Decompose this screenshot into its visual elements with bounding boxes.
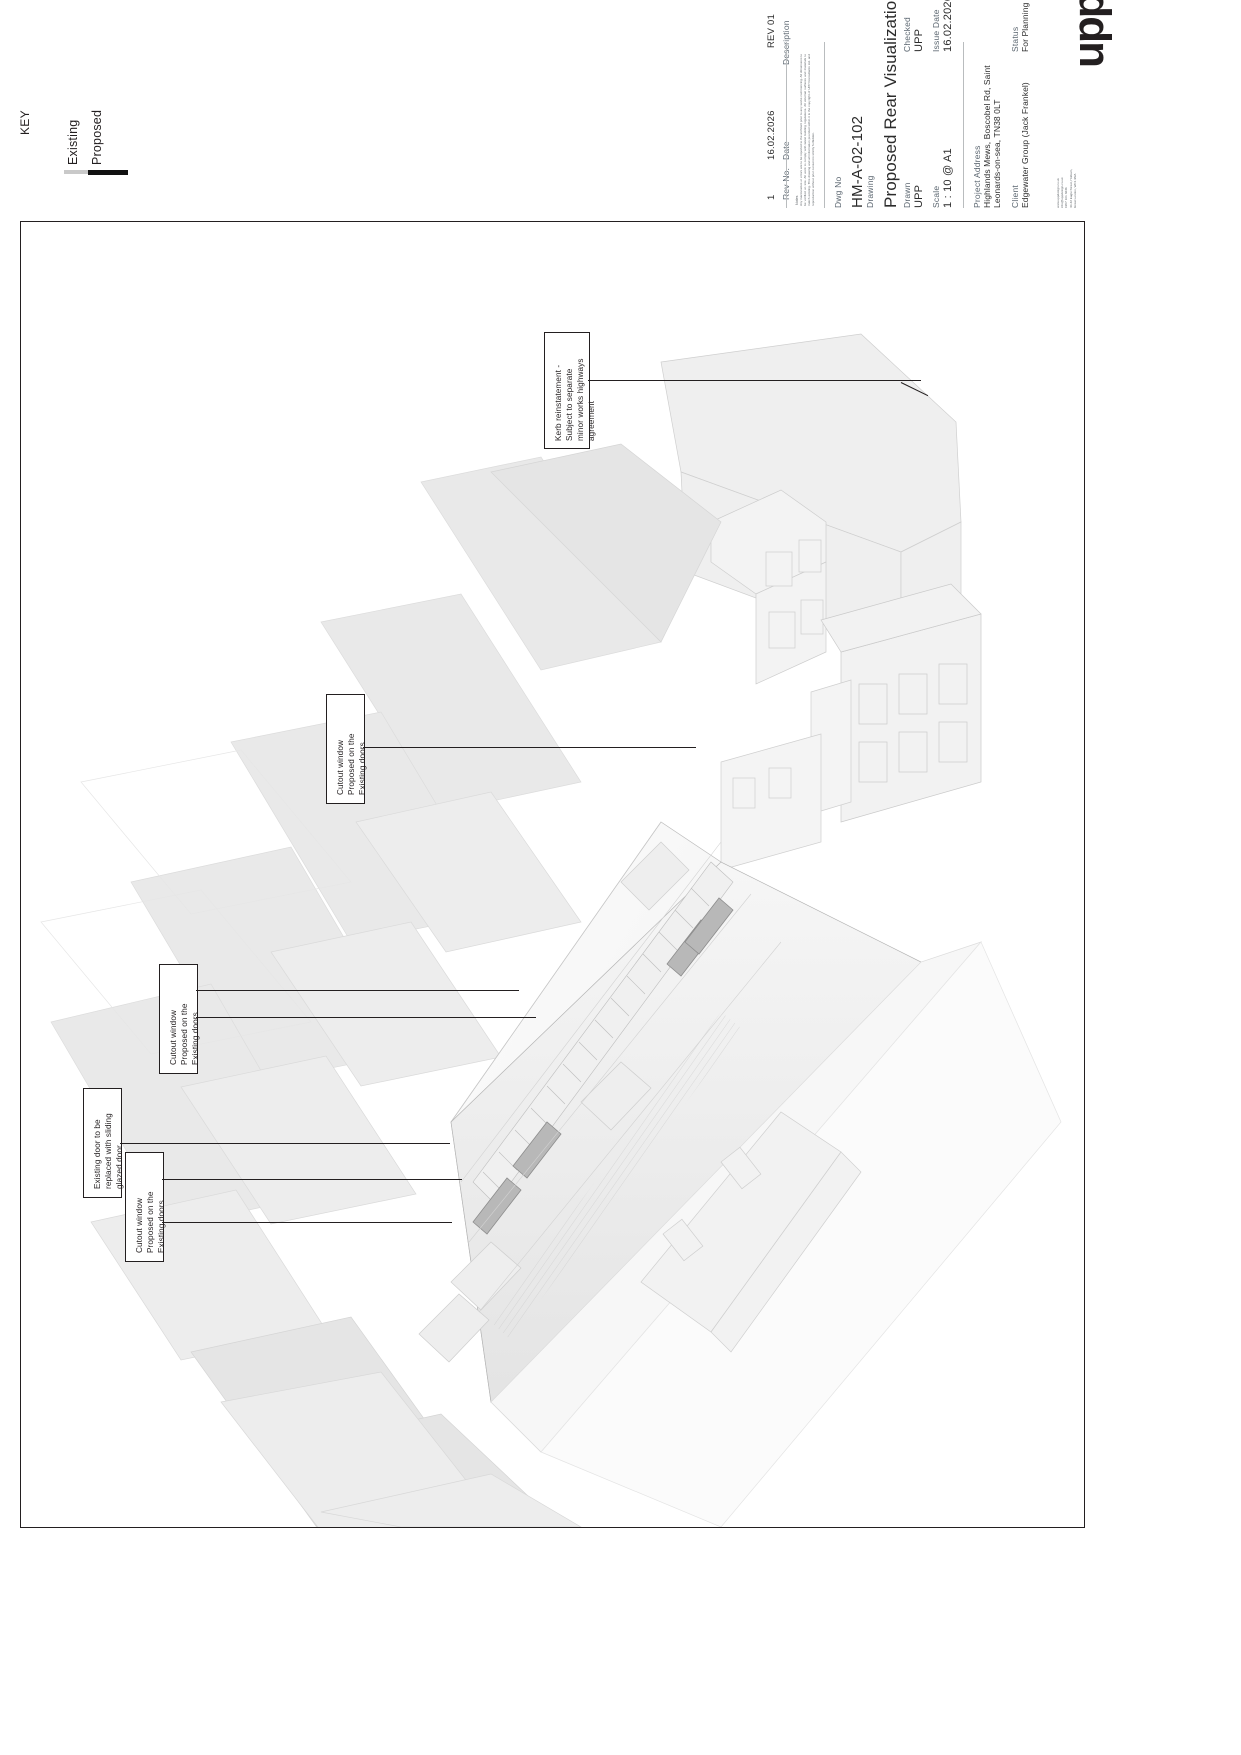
divider-rev: [786, 42, 787, 208]
callout-cutout-upper-line-1: Cutout window: [336, 739, 345, 795]
callout-cutout-mid[interactable]: Cutout window Proposed on the Existing d…: [159, 964, 200, 1074]
callout-kerb-reinstatement[interactable]: Kerb reinstatement - Subject to separate…: [544, 332, 596, 449]
client-value: Edgewater Group (Jack Frankel): [1020, 82, 1030, 208]
drawing-title: Proposed Rear Visualization: [881, 0, 900, 208]
callout-cutout-mid-line-3: Existing doors: [191, 1012, 200, 1065]
project-address-line2: Leonards-on-sea, TN38 0LT: [992, 99, 1002, 209]
callout-cutout-lower-line-3: Existing doors: [157, 1200, 166, 1253]
key-swatch-existing: [64, 170, 104, 174]
practice-address-block: www.uppdesign.co.uk info@uppdesign.co.uk…: [1056, 136, 1077, 208]
leader-kerb: [588, 380, 921, 381]
callout-cutout-lower-line-2: Proposed on the: [146, 1191, 155, 1253]
revision-row-date: 16.02.2026: [766, 110, 777, 160]
callout-sliding-door-line-1: Existing door to be: [93, 1119, 102, 1189]
status-value: For Planning: [1020, 2, 1030, 52]
scale-value: 1 : 10 @ A1: [942, 148, 954, 208]
issue-date-value: 16.02.2026: [942, 0, 954, 52]
key-title: KEY: [18, 110, 32, 135]
callout-cutout-mid-line-1: Cutout window: [169, 1009, 178, 1065]
callout-sliding-door[interactable]: Existing door to be replaced with slidin…: [83, 1088, 124, 1198]
checked-label: Checked: [902, 17, 912, 52]
status-label: Status: [1010, 26, 1020, 52]
callout-kerb-line-3: minor works highways: [576, 358, 585, 441]
callout-cutout-mid-line-2: Proposed on the: [180, 1003, 189, 1065]
leader-cutout-upper: [363, 747, 696, 748]
practice-line-5: Great London, WC1 9NA: [1072, 173, 1077, 208]
revision-row-description: REV 01: [766, 14, 777, 48]
revision-row-number: 1: [766, 194, 777, 200]
callout-sliding-door-line-2: replaced with sliding: [104, 1113, 113, 1189]
project-address-label: Project Address: [972, 145, 982, 208]
leader-cutout-mid-a: [196, 990, 519, 991]
callout-cutout-lower-line-1: Cutout window: [135, 1197, 144, 1253]
leader-cutout-lower-b: [162, 1222, 452, 1223]
upp-logo-text: upp: [1064, 0, 1113, 68]
drawing-frame: Kerb reinstatement - Subject to separate…: [20, 221, 1085, 1528]
divider-notes: [824, 42, 825, 208]
dwg-no-label: Dwg No: [833, 176, 843, 208]
key-item-proposed-label: Proposed: [90, 109, 104, 165]
divider-project: [963, 42, 964, 208]
checked-value: UPP: [913, 28, 925, 52]
dwg-no-value: HM-A-02-102: [849, 115, 866, 208]
callout-cutout-upper[interactable]: Cutout window Proposed on the Existing d…: [326, 694, 367, 804]
scale-label: Scale: [931, 185, 941, 208]
leader-cutout-mid-b: [196, 1017, 536, 1018]
drawing-label: Drawing: [865, 175, 875, 208]
callout-sliding-door-line-3: glazed door: [115, 1145, 124, 1189]
axonometric-building-visualization: [40, 333, 1062, 1527]
key-swatch-proposed: [88, 170, 128, 175]
upp-logo: upp: [1062, 0, 1113, 70]
callout-kerb-line-4: agreement: [587, 400, 596, 441]
callout-cutout-lower[interactable]: Cutout window Proposed on the Existing d…: [125, 1152, 166, 1262]
client-label: Client: [1010, 185, 1020, 208]
drawn-value: UPP: [913, 184, 925, 208]
leader-sliding-door: [120, 1143, 450, 1144]
callout-kerb-line-2: Subject to separate: [565, 368, 574, 441]
notes-body: Any inaccuracies or errors are to be rep…: [799, 54, 816, 206]
callout-cutout-upper-line-3: Existing doors: [358, 742, 367, 795]
leader-cutout-lower-a: [162, 1179, 462, 1180]
callout-cutout-upper-line-2: Proposed on the: [347, 733, 356, 795]
title-block: 1 16.02.2026 REV 01 Rev No. Date Descrip…: [0, 0, 1241, 215]
drawn-label: Drawn: [902, 182, 912, 208]
key-item-existing-label: Existing: [66, 119, 80, 165]
callout-kerb-line-1: Kerb reinstatement -: [554, 364, 563, 441]
issue-date-label: Issue Date: [931, 9, 941, 52]
notes-body-wrap: Any inaccuracies or errors are to be rep…: [799, 46, 815, 206]
